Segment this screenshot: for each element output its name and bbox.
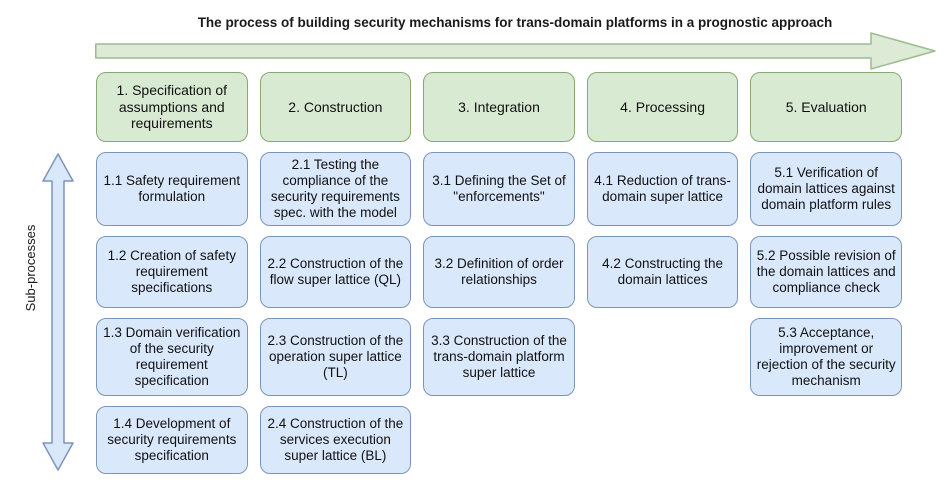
subprocess-cell: 2.1 Testing the compliance of the securi… [259, 152, 412, 226]
subprocess-box-1-4: 1.4 Development of security requirements… [96, 406, 248, 474]
subprocess-cell: 5.1 Verification of domain lattices agai… [750, 152, 902, 226]
subprocess-box-5-1: 5.1 Verification of domain lattices agai… [750, 152, 902, 226]
process-title: The process of building security mechani… [197, 15, 833, 30]
subprocess-cell: 1.4 Development of security requirements… [96, 406, 248, 474]
subprocess-cell: 2.2 Construction of the flow super latti… [259, 236, 412, 308]
subprocess-cell: 1.3 Domain verification of the security … [96, 318, 248, 396]
process-grid: 1. Specification of assumptions and requ… [96, 72, 902, 474]
stage-header-4: 4. Processing [586, 72, 739, 142]
subprocess-cell: 3.3 Construction of the trans-domain pla… [423, 318, 575, 396]
subprocess-box-3-1: 3.1 Defining the Set of "enforcements" [423, 152, 575, 226]
right-arrow-icon [95, 32, 936, 70]
double-arrow-icon [42, 153, 74, 471]
subprocess-cell: 2.4 Construction of the services executi… [259, 406, 412, 474]
subprocess-box-5-3: 5.3 Acceptance, improvement or rejection… [750, 318, 902, 396]
subprocess-box-3-2: 3.2 Definition of order relationships [423, 236, 575, 308]
subprocess-cell: 3.1 Defining the Set of "enforcements" [423, 152, 575, 226]
subprocess-box-2-3: 2.3 Construction of the operation super … [259, 318, 412, 396]
subprocess-box-4-1: 4.1 Reduction of trans-domain super latt… [586, 152, 739, 226]
subprocess-cell: 4.2 Constructing the domain lattices [586, 236, 739, 308]
subprocess-cell: 5.2 Possible revision of the domain latt… [750, 236, 902, 308]
stage-header-1: 1. Specification of assumptions and requ… [96, 72, 248, 142]
subprocess-box-3-3: 3.3 Construction of the trans-domain pla… [423, 318, 575, 396]
subprocess-box-2-4: 2.4 Construction of the services executi… [259, 406, 412, 474]
stage-header-2: 2. Construction [259, 72, 412, 142]
subprocess-box-5-2: 5.2 Possible revision of the domain latt… [750, 236, 902, 308]
stage-header-5: 5. Evaluation [750, 72, 902, 142]
subprocess-cell: 1.1 Safety requirement formulation [96, 152, 248, 226]
stage-header-cell: 5. Evaluation [750, 72, 902, 142]
subprocess-box-1-1: 1.1 Safety requirement formulation [96, 152, 248, 226]
subprocess-cell: 4.1 Reduction of trans-domain super latt… [586, 152, 739, 226]
stage-header-cell: 1. Specification of assumptions and requ… [96, 72, 248, 142]
subprocess-box-2-1: 2.1 Testing the compliance of the securi… [259, 152, 412, 226]
subprocess-cell: 3.2 Definition of order relationships [423, 236, 575, 308]
subprocess-axis-label: Sub-processes [23, 224, 38, 312]
subprocess-box-1-2: 1.2 Creation of safety requirement speci… [96, 236, 248, 308]
stage-header-3: 3. Integration [423, 72, 575, 142]
stage-header-cell: 3. Integration [423, 72, 575, 142]
subprocess-box-1-3: 1.3 Domain verification of the security … [96, 318, 248, 396]
subprocess-cell: 1.2 Creation of safety requirement speci… [96, 236, 248, 308]
subprocess-box-4-2: 4.2 Constructing the domain lattices [586, 236, 739, 308]
subprocess-cell: 2.3 Construction of the operation super … [259, 318, 412, 396]
subprocess-cell: 5.3 Acceptance, improvement or rejection… [750, 318, 902, 396]
stage-header-cell: 4. Processing [586, 72, 739, 142]
stage-header-cell: 2. Construction [259, 72, 412, 142]
subprocess-box-2-2: 2.2 Construction of the flow super latti… [259, 236, 412, 308]
